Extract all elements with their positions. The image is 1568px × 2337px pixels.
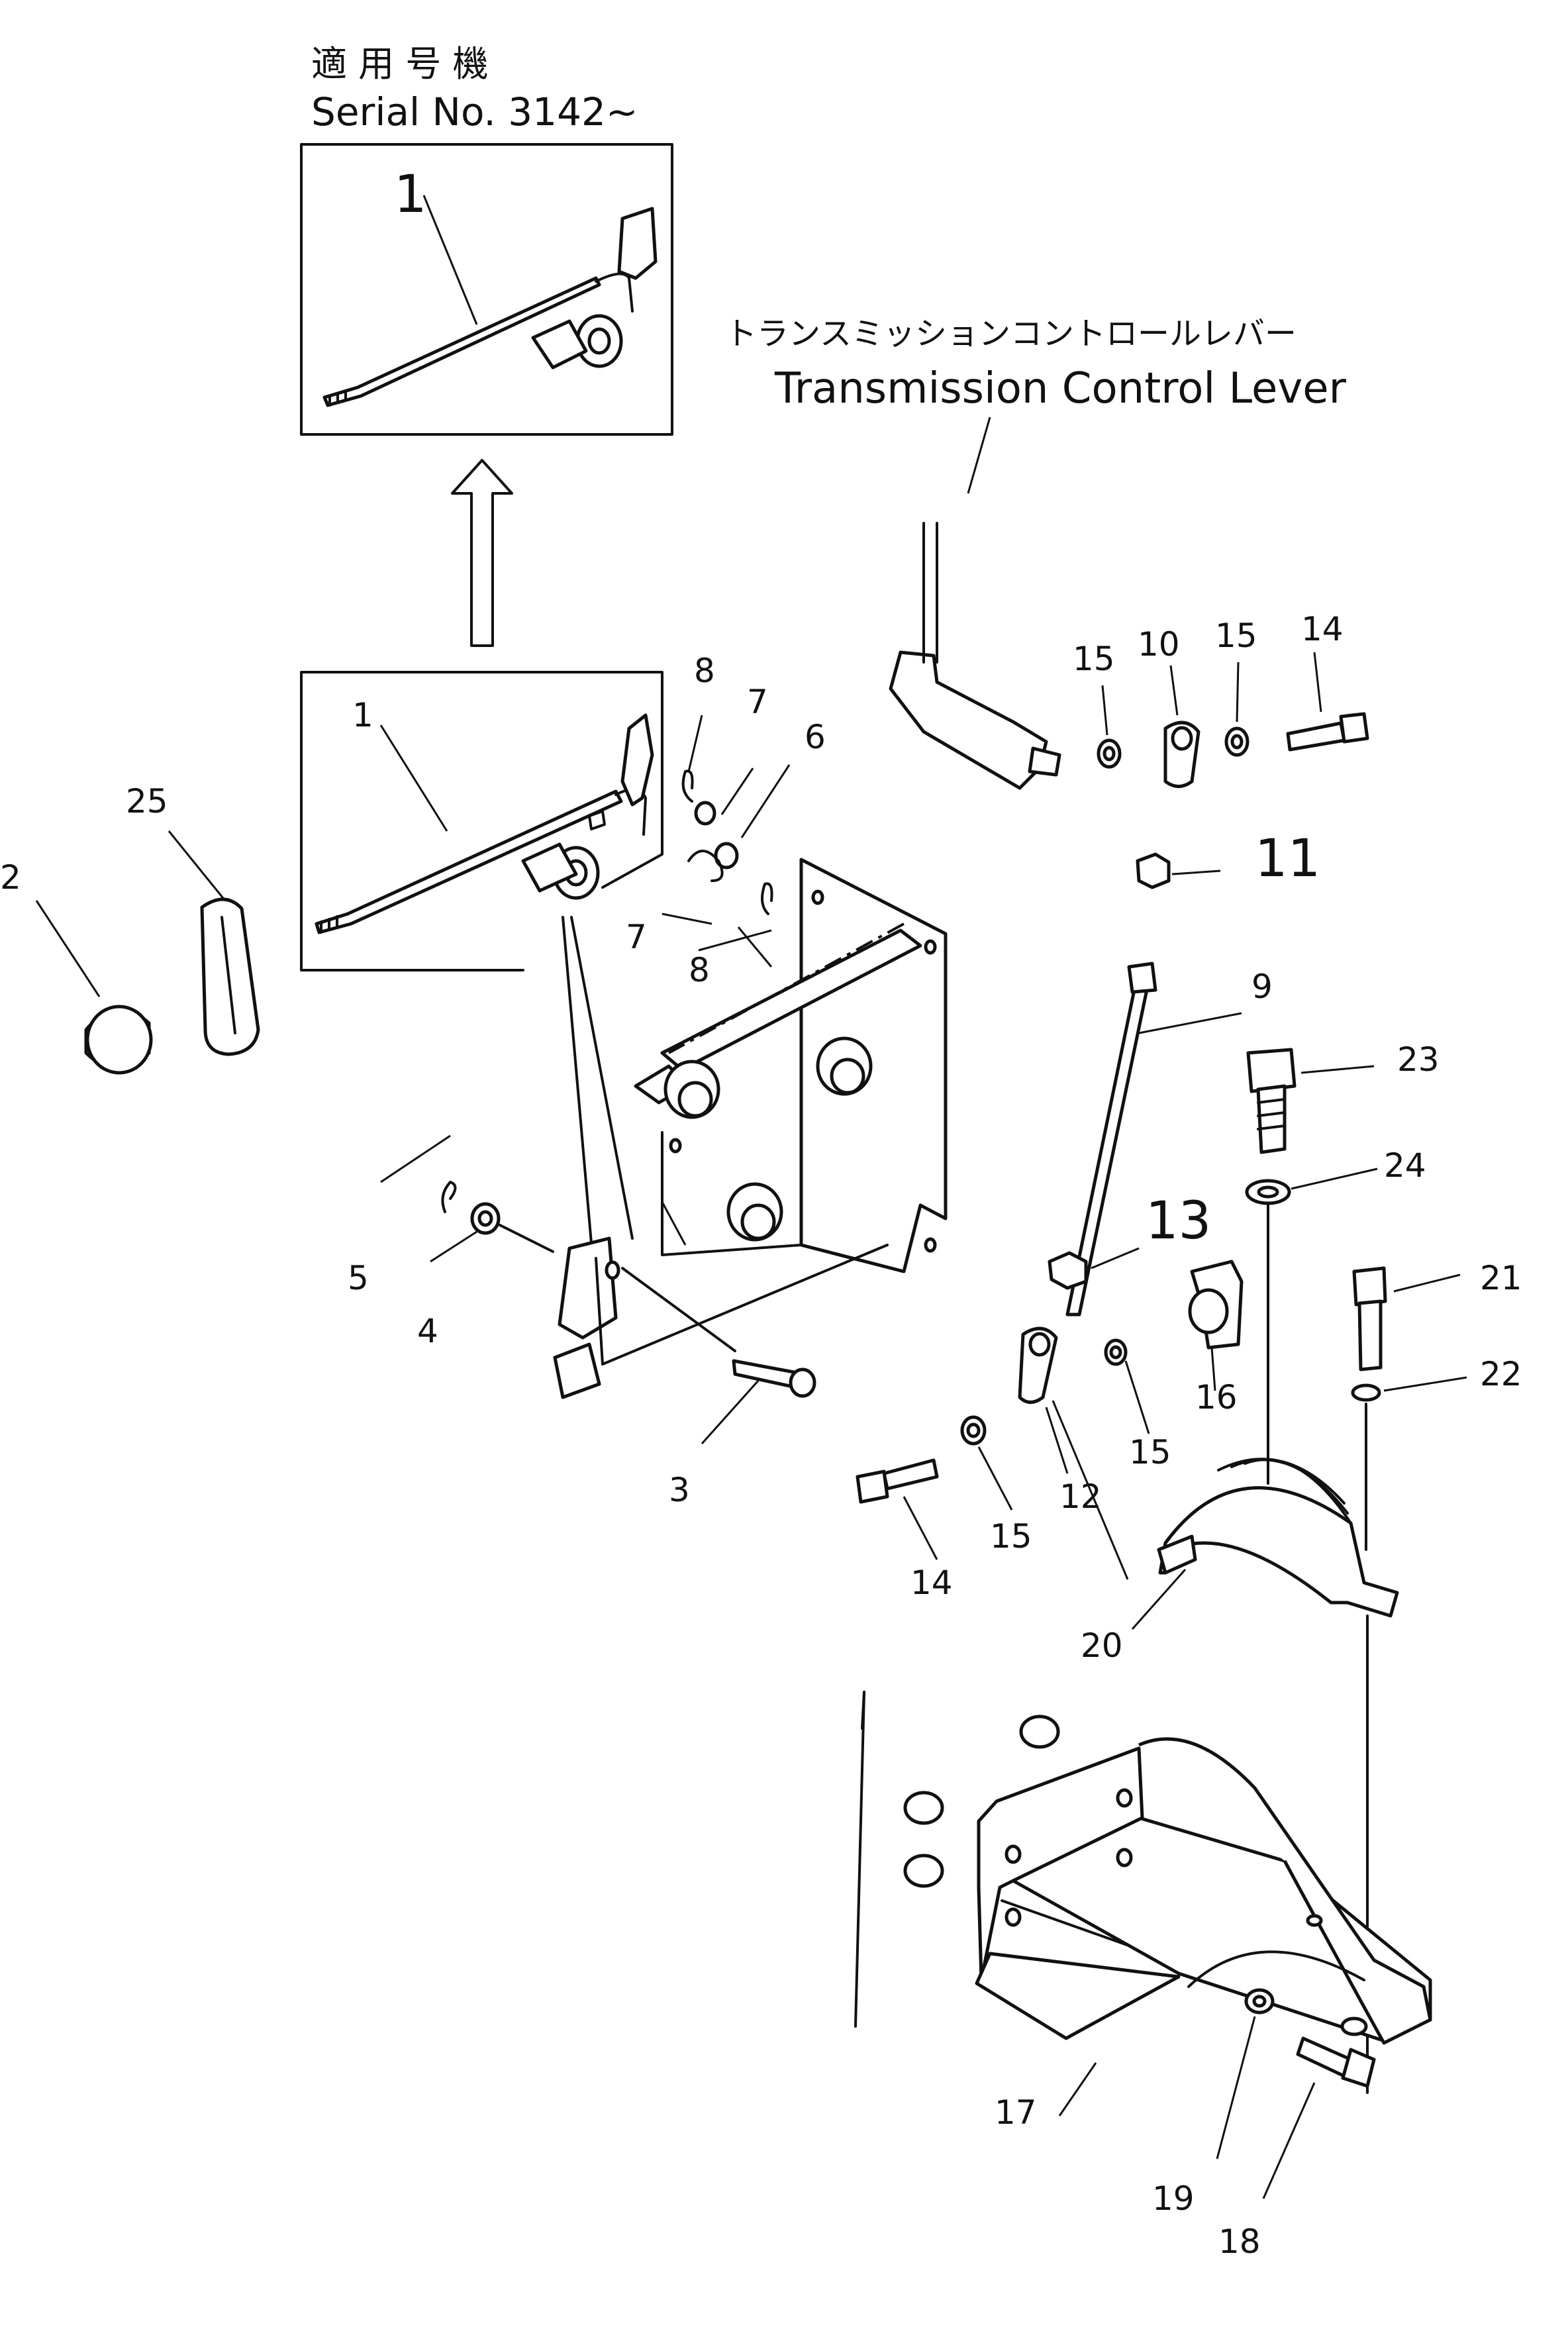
lever-box (300, 671, 663, 971)
callout-15b: 15 (1215, 617, 1257, 655)
leader-lines (35, 195, 1467, 2199)
callout-10: 10 (1138, 625, 1180, 664)
callout-22: 22 (1480, 1355, 1522, 1393)
callout-12: 12 (1059, 1477, 1102, 1516)
callout-14a: 14 (1301, 610, 1344, 648)
callout-19: 19 (1152, 2179, 1195, 2218)
callout-3: 3 (669, 1471, 690, 1509)
callout-13: 13 (1146, 1191, 1212, 1251)
upward-arrow (451, 459, 513, 647)
callout-1: 1 (352, 696, 373, 734)
callout-15a: 15 (1073, 640, 1115, 678)
callout-7b: 7 (626, 918, 647, 956)
callout-8b: 8 (689, 951, 710, 989)
callout-16: 16 (1195, 1378, 1238, 1417)
serial-label-jp: 適 用 号 機 (311, 43, 489, 85)
callout-6: 6 (805, 718, 826, 756)
callout-15d: 15 (990, 1517, 1032, 1556)
callout-9: 9 (1251, 968, 1273, 1006)
callout-8a: 8 (694, 652, 715, 690)
callout-1-top: 1 (394, 165, 427, 224)
callout-7a: 7 (747, 683, 768, 721)
housing-part (1157, 1458, 1399, 1618)
callout-17: 17 (995, 2093, 1037, 2132)
callout-2: 2 (0, 858, 21, 897)
lever-label-en: Transmission Control Lever (775, 364, 1346, 413)
callout-20: 20 (1081, 1626, 1123, 1665)
callout-15c: 15 (1129, 1433, 1171, 1471)
callout-11: 11 (1255, 829, 1321, 889)
callout-18: 18 (1218, 2222, 1261, 2261)
callout-25: 25 (126, 782, 168, 820)
serial-label-en: Serial No. 3142~ (311, 89, 638, 134)
lever-label-jp: トランスミッションコントロールレバー (725, 315, 1297, 352)
callout-23: 23 (1397, 1040, 1440, 1079)
callout-24: 24 (1384, 1146, 1426, 1185)
transmission-lever-part (889, 522, 1061, 790)
callout-4: 4 (417, 1312, 438, 1350)
base-bracket (903, 1715, 1432, 2045)
callout-5: 5 (348, 1259, 369, 1297)
bracket-plate (553, 858, 948, 1399)
inset-serial-box (300, 143, 673, 436)
callout-14b: 14 (910, 1564, 953, 1602)
callout-21: 21 (1480, 1259, 1522, 1297)
